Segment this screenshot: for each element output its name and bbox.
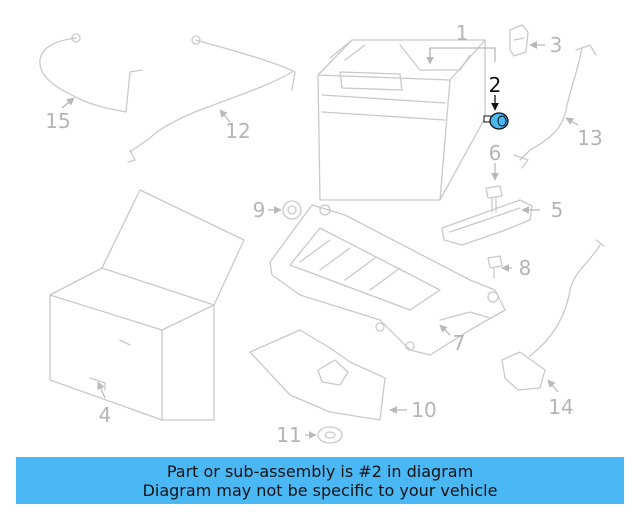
cable-part-15 [39,33,143,113]
battery-part [317,39,486,201]
callout-2: 2 [489,73,502,97]
callout-11: 11 [276,423,301,447]
callout-3: 3 [550,33,563,57]
tray-part-7 [269,204,506,356]
washer-part-11 [317,426,343,444]
info-banner: Part or sub-assembly is #2 in diagram Di… [16,457,624,504]
bolt-part-6 [485,185,503,213]
callout-14: 14 [548,395,573,419]
callout-13: 13 [577,126,602,150]
bracket-part-5 [441,199,533,246]
callout-12: 12 [225,119,250,143]
callout-9: 9 [253,198,266,222]
callout-15: 15 [45,109,70,133]
cable-part-14 [501,239,605,391]
cover-plate-part-10 [249,329,386,421]
callout-7: 7 [453,331,466,355]
connector-part-3 [509,24,529,57]
banner-line-2: Diagram may not be specific to your vehi… [142,480,498,500]
cable-part-13 [513,44,597,169]
callout-8: 8 [519,256,532,280]
callout-5: 5 [551,198,564,222]
battery-box-part-4 [49,189,245,421]
bolt-part-2 [483,112,509,130]
bolt-part-8 [487,255,503,279]
callout-6: 6 [489,141,502,165]
callout-4: 4 [99,403,112,427]
cable-part-12 [127,35,296,163]
callout-1: 1 [456,21,469,45]
parts-diagram: 1 2 3 4 5 6 7 8 9 10 11 12 13 14 15 [39,21,605,447]
callout-10: 10 [411,398,436,422]
grommet-part-9 [282,200,302,220]
banner-line-1: Part or sub-assembly is #2 in diagram [166,461,474,481]
